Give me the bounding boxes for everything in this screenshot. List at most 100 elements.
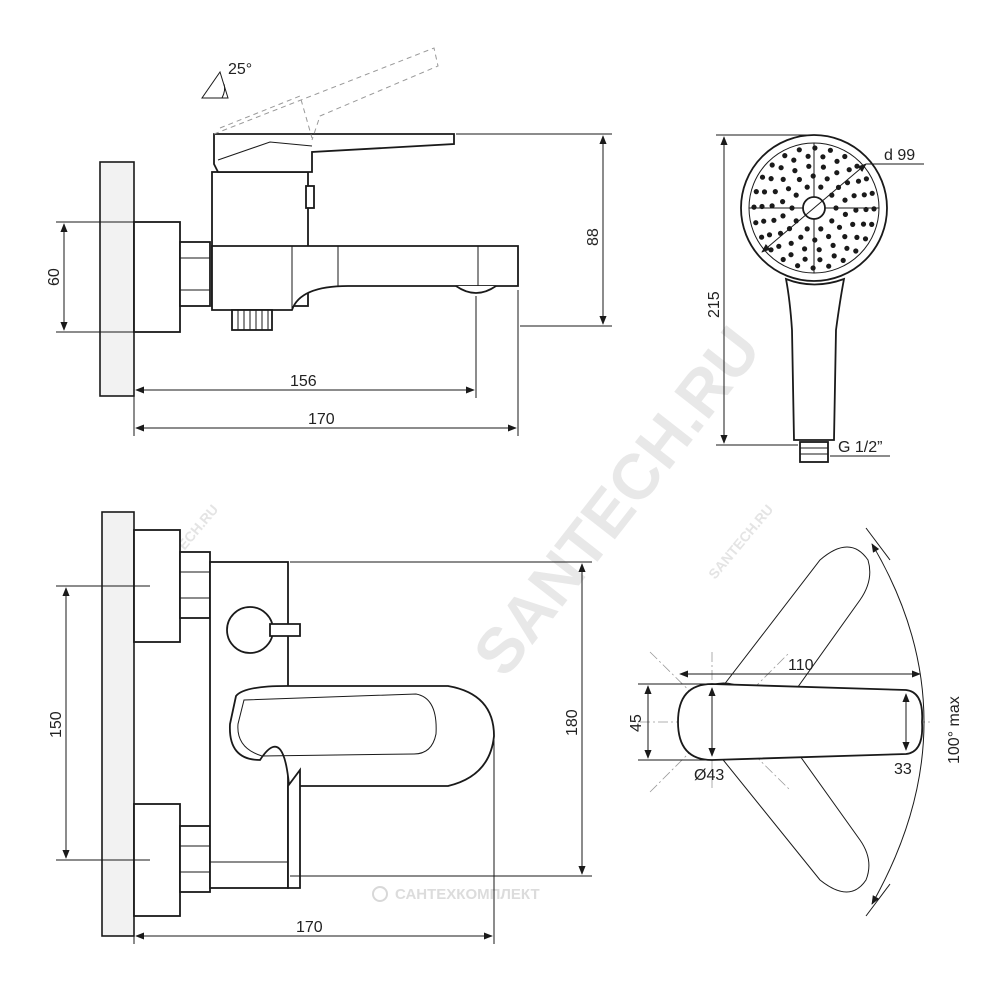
shower-nozzle — [788, 240, 794, 246]
shower-nozzle — [840, 257, 846, 263]
shower-nozzle — [759, 203, 765, 210]
shower-nozzle — [796, 176, 803, 183]
shower-nozzle — [844, 245, 850, 251]
shower-nozzle — [780, 199, 786, 205]
shower-nozzle — [812, 145, 818, 151]
side-lever — [213, 133, 455, 173]
shower-nozzle — [785, 186, 792, 192]
side-aerator — [455, 285, 497, 294]
dim-length-156: 156 — [290, 373, 317, 390]
shower-nozzle — [853, 207, 859, 213]
rotation-arc — [871, 543, 925, 905]
shower-nozzle — [842, 211, 849, 217]
watermark-small-right: SANTECH.RU — [705, 501, 776, 582]
shower-nozzle — [804, 226, 810, 232]
shower-nozzle — [854, 163, 860, 169]
shower-nozzle — [861, 192, 867, 198]
shower-nozzle — [820, 154, 826, 160]
shower-nozzle — [802, 256, 808, 262]
shower-nozzle — [869, 221, 875, 227]
shower-nozzle — [834, 170, 840, 176]
shower-nozzle — [761, 189, 768, 195]
shower-nozzle — [782, 153, 788, 159]
dim-rotation: 100° max — [946, 696, 963, 764]
dim-handle-diameter: Ø43 — [694, 767, 724, 784]
shower-nozzle — [810, 265, 816, 271]
shower-nozzle — [780, 213, 786, 219]
shower-nozzle — [842, 153, 848, 160]
shower-nozzle — [863, 176, 870, 182]
shower-nozzle — [812, 237, 818, 243]
dim-head-diameter: d 99 — [884, 147, 915, 164]
shower-nozzle — [806, 163, 812, 169]
dim-height-180: 180 — [564, 709, 581, 736]
shower-nozzle — [789, 205, 795, 211]
shower-handle — [784, 277, 846, 441]
dim-height-88: 88 — [585, 228, 602, 246]
shower-nozzle — [826, 233, 832, 240]
shower-nozzle — [776, 243, 782, 249]
shower-nozzle — [795, 263, 801, 269]
handle-top-view: 110 45 Ø43 33 100° max — [628, 527, 963, 917]
watermark-bottom: САНТЕХКОМПЛЕКТ — [395, 886, 540, 903]
dim-length-170-top: 170 — [308, 411, 335, 428]
shower-nozzle — [791, 157, 797, 163]
side-spout — [211, 245, 519, 311]
shower-nozzle — [759, 174, 766, 180]
side-nut — [179, 241, 211, 307]
shower-nozzle — [778, 165, 784, 171]
shower-nozzle — [820, 164, 827, 170]
diverter-knob — [226, 606, 274, 654]
side-view: 25° 88 60 156 170 — [46, 47, 612, 436]
dim-handle-45: 45 — [628, 714, 645, 732]
shower-nozzle — [810, 173, 816, 179]
front-lever — [229, 685, 495, 801]
shower-nozzle — [824, 176, 830, 182]
shower-nozzle — [768, 247, 774, 253]
shower-nozzle — [751, 204, 757, 210]
shower-nozzle — [834, 158, 840, 164]
shower-nozzle — [816, 247, 822, 253]
shower-nozzle — [796, 147, 802, 153]
dim-mount-150: 150 — [48, 711, 65, 738]
shower-nozzle — [862, 236, 869, 242]
shower-nozzle — [769, 162, 775, 168]
shower-nozzle — [788, 252, 794, 258]
watermark-main: SANTECH.RU — [459, 314, 774, 689]
dim-height-60: 60 — [46, 268, 63, 286]
shower-nozzle — [842, 234, 848, 240]
shower-nozzle — [854, 234, 860, 240]
shower-nozzle — [860, 221, 867, 227]
dim-handle-33: 33 — [894, 761, 912, 778]
shower-nozzle — [792, 168, 798, 174]
shower-nozzle — [780, 256, 786, 263]
shower-nozzle — [869, 190, 875, 196]
shower-nozzle — [802, 246, 808, 252]
shower-nozzle — [827, 147, 834, 153]
shower-nozzle — [817, 257, 823, 263]
shower-nozzle — [759, 234, 765, 240]
shower-nozzle — [830, 242, 836, 248]
shower-nozzle — [871, 206, 877, 212]
side-mount-block — [133, 221, 181, 333]
shower-nozzle — [798, 234, 804, 240]
front-view: 150 180 170 — [48, 511, 592, 944]
dim-handle-110: 110 — [788, 657, 814, 674]
shower-nozzle — [829, 218, 835, 224]
shower-nozzle — [753, 220, 759, 226]
shower-nozzle — [793, 192, 799, 198]
shower-nozzle — [761, 218, 767, 224]
shower-nozzle — [780, 176, 786, 182]
shower-nozzle — [831, 253, 837, 259]
shower-nozzle — [855, 178, 862, 184]
shower-nozzle — [772, 189, 778, 195]
shower-nozzle — [805, 153, 811, 159]
shower-nozzle — [769, 203, 775, 209]
side-wall — [99, 161, 135, 397]
front-wall — [101, 511, 135, 937]
dim-shower-length: 215 — [706, 291, 723, 318]
shower-nozzle — [863, 206, 869, 213]
shower-nozzle — [833, 205, 839, 211]
dim-thread: G 1/2” — [838, 439, 882, 456]
